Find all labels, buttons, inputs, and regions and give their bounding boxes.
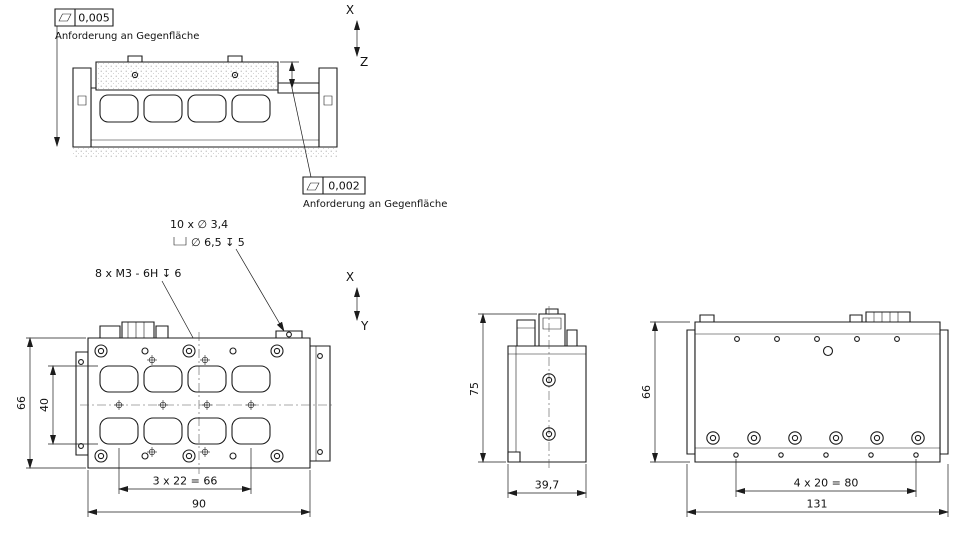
dim-front-width: 39,7 [535, 479, 560, 492]
flatness-symbol-icon [307, 183, 319, 190]
axis-indicator-xz: X Z [346, 3, 368, 69]
tolerance-value-upper: 0,005 [78, 12, 110, 25]
connector-block [100, 326, 120, 338]
tolerance-frame-lower: 0,002 [303, 177, 365, 194]
dimensions-side: 66 4 x 20 = 80 131 [640, 321, 949, 517]
axis-label-x: X [346, 3, 354, 17]
view-side-long [687, 312, 948, 462]
dim-plan-height: 66 [15, 396, 28, 410]
right-end-plate [319, 68, 337, 147]
callout-count-diameter: 10 x ∅ 3,4 [170, 218, 228, 231]
flatness-symbol-icon [59, 14, 71, 21]
tolerance-value-lower: 0,002 [328, 180, 360, 193]
drive-rod [278, 83, 319, 93]
hole-callouts: 10 x ∅ 3,4 ∅ 6,5 ↧ 5 8 x M3 - 6H ↧ 6 [95, 218, 285, 357]
dim-plan-width: 90 [192, 498, 206, 511]
dim-side-length: 131 [807, 498, 828, 511]
left-cap [687, 330, 695, 454]
dim-side-height: 66 [640, 385, 653, 399]
dim-front-height: 75 [468, 382, 481, 396]
dim-plan-pitch: 3 x 22 = 66 [153, 475, 218, 488]
tolerance-note-lower: Anforderung an Gegenfläche [303, 199, 447, 210]
dim-plan-pocket-height: 40 [38, 398, 51, 412]
counterbore-leader [236, 249, 285, 332]
stator-body [91, 88, 319, 147]
stage-cross-section [508, 346, 586, 462]
connector-block [866, 312, 910, 322]
left-flange [76, 352, 88, 455]
right-cap [940, 330, 948, 454]
connector-block [517, 320, 535, 346]
view-plan [76, 322, 332, 474]
view-side-elevation [54, 26, 337, 177]
ground-hatch [73, 147, 337, 158]
tolerance-note-upper: Anforderung an Gegenfläche [55, 31, 199, 42]
view-front [508, 306, 586, 470]
connector-block [122, 322, 154, 338]
axis-label-y: Y [360, 319, 369, 333]
dimensions-plan: 66 40 3 x 22 = 66 90 [15, 337, 311, 517]
counterbore-symbol-icon [174, 237, 186, 245]
tolerance-frame-upper: 0,005 [55, 9, 113, 26]
dimensions-front: 75 39,7 [468, 313, 587, 498]
axis-label-z: Z [360, 55, 368, 69]
axis-label-x: X [346, 270, 354, 284]
axis-indicator-xy: X Y [346, 270, 369, 333]
dim-side-pitch: 4 x 20 = 80 [794, 477, 859, 490]
m3-holes [114, 355, 256, 457]
callout-counterbore: ∅ 6,5 ↧ 5 [191, 236, 245, 249]
callout-thread: 8 x M3 - 6H ↧ 6 [95, 267, 181, 280]
right-flange [310, 346, 330, 461]
stage-side-body [695, 322, 940, 462]
left-end-plate [73, 68, 91, 147]
